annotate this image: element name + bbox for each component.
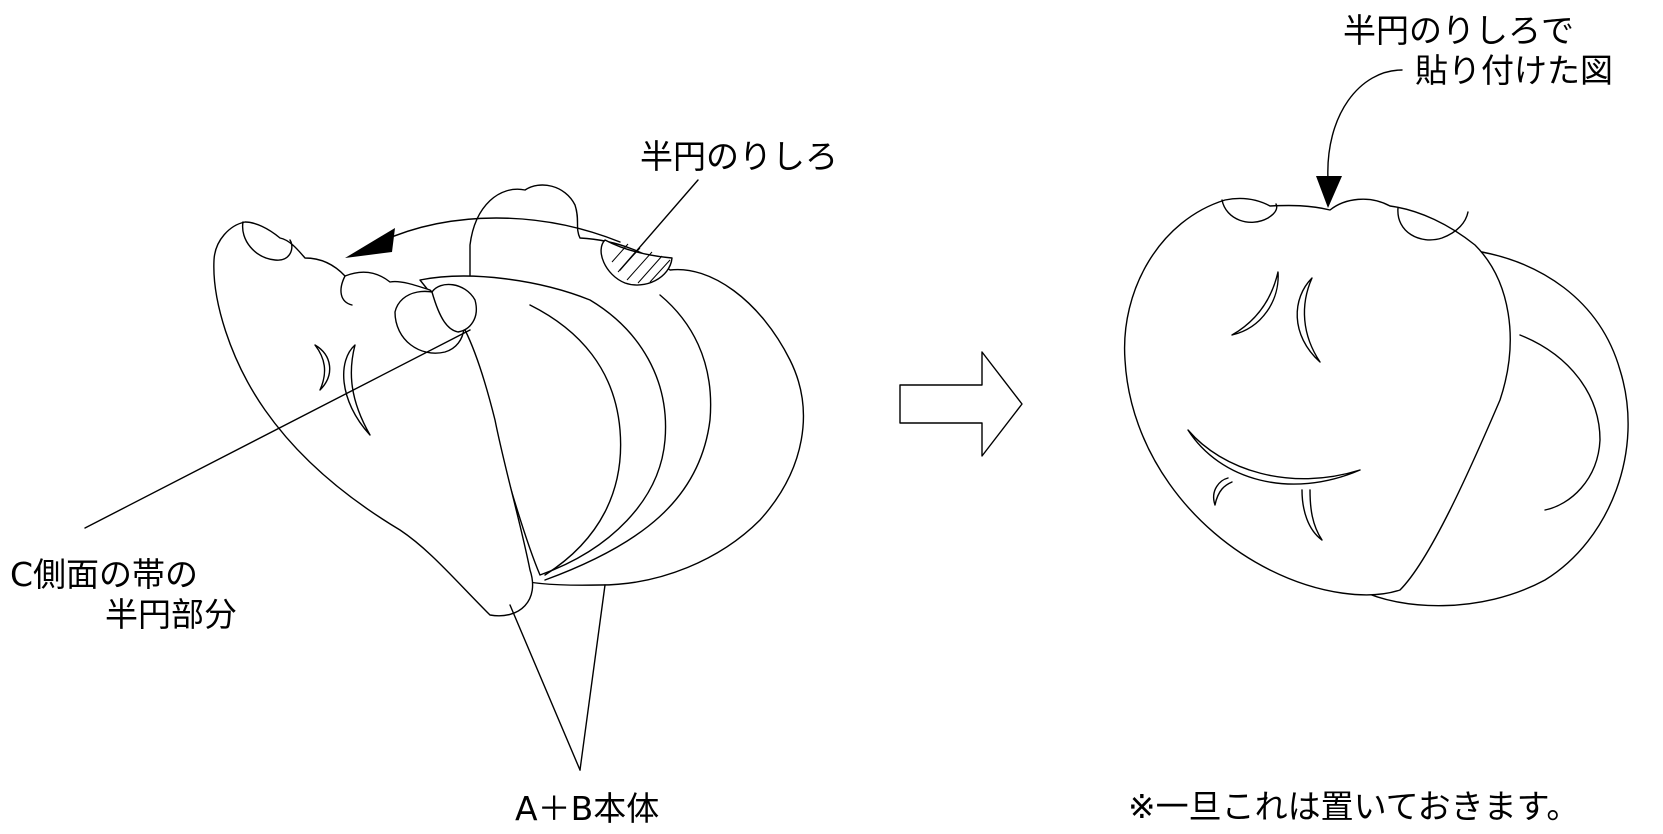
label-side-band-line2: 半円部分: [105, 595, 237, 634]
right-arrow-icon: [899, 351, 1023, 457]
leader-body-b: [579, 584, 606, 771]
body-middle-inner-curve: [529, 304, 622, 576]
pointer-arrow-head: [1316, 176, 1342, 208]
face-arc-right: [1296, 277, 1321, 363]
label-side-band-line1: C側面の帯の: [10, 555, 198, 594]
body-back-inner-curve: [544, 294, 712, 581]
flap-notch-1: [241, 221, 293, 261]
flap-notch-2: [340, 275, 353, 306]
assembled-front-ball: [1123, 197, 1511, 596]
mouth-fang-right: [1301, 489, 1323, 541]
label-attached-line1: 半円のりしろで: [1343, 11, 1574, 50]
label-note: ※一旦これは置いておきます。: [1128, 787, 1579, 826]
right-figure: 半円のりしろで 貼り付けた図 ※一旦これは置いておきます。: [1123, 11, 1629, 826]
assembled-back-inner: [1519, 334, 1601, 511]
top-notch-2: [1397, 207, 1469, 241]
left-figure: 半円のりしろ C側面の帯の 半円部分 A＋B本体: [10, 137, 838, 828]
flap-crescent-right: [343, 344, 371, 436]
leader-body-a: [509, 604, 581, 771]
leader-side-band: [84, 329, 471, 529]
side-band-tab: [431, 283, 477, 333]
curved-arrow-icon: [379, 217, 621, 243]
label-body-ab: A＋B本体: [515, 789, 659, 828]
top-notch-1: [1221, 199, 1278, 223]
mouth-fang-left: [1213, 477, 1233, 506]
face-arc-left: [1231, 271, 1279, 336]
curved-arrow-head: [345, 228, 395, 258]
label-attached-line2: 貼り付けた図: [1415, 51, 1613, 90]
glue-margin-half-circle: [600, 239, 673, 286]
mouth-curve: [1187, 429, 1361, 485]
curved-pointer-arrow-icon: [1327, 69, 1403, 181]
leader-margin-half-circle: [619, 179, 699, 271]
flap-crescent-left: [314, 344, 331, 391]
label-margin-half-circle: 半円のりしろ: [640, 137, 838, 176]
